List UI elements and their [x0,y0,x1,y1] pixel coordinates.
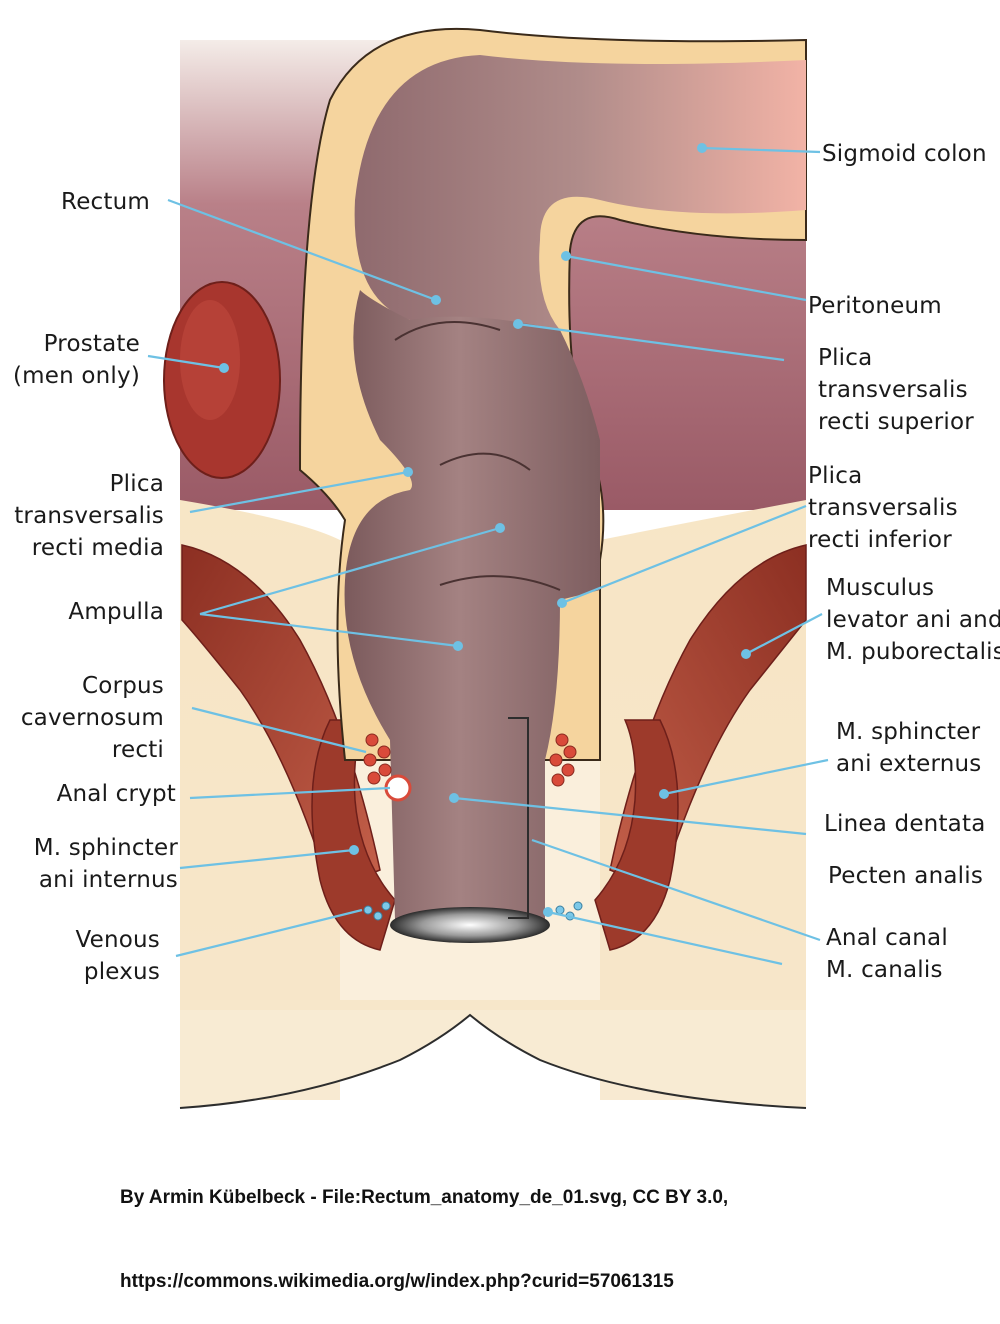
label-corpus-cavernosum: Corpus cavernosum recti [20,673,164,763]
gluteal-cleft [179,1013,807,1109]
corpus-cavernosum-left [363,733,392,785]
label-anal-canal: Anal canal M. canalis [826,925,948,983]
label-pecten-analis: Pecten analis [828,863,984,889]
label-plica-media: Plica transversalis recti media [14,471,164,561]
rectum-anatomy-diagram [147,27,829,1109]
label-sphincter-internus: M. sphincter ani internus [33,835,178,893]
sphincter-externus-right [594,719,679,951]
label-plica-inferior: Plica transversalis recti inferior [808,463,958,553]
attribution: By Armin Kübelbeck - File:Rectum_anatomy… [120,1128,728,1324]
venous-plexus-dots [363,901,583,921]
label-sigmoid-colon: Sigmoid colon [822,141,987,167]
label-peritoneum: Peritoneum [808,293,942,319]
leader-dots [219,143,751,917]
attribution-line-2[interactable]: https://commons.wikimedia.org/w/index.ph… [120,1271,674,1292]
buttocks [180,1000,806,1108]
label-anal-crypt: Anal crypt [56,781,176,807]
label-prostate: Prostate (men only) [12,331,140,389]
rectum-fold-lower [439,575,561,591]
label-sphincter-externus: M. sphincter ani externus [836,719,982,777]
sphincter-externus-left [311,719,396,951]
attribution-line-1: By Armin Kübelbeck - File:Rectum_anatomy… [120,1187,729,1208]
label-linea-dentata: Linea dentata [824,811,986,837]
corpus-cavernosum-right [549,733,577,787]
label-rectum: Rectum [61,189,150,215]
anal-opening [390,907,550,943]
sigmoid-colon [354,55,806,330]
rectum [344,290,600,920]
leader-lines [147,146,829,966]
prostate-highlight [180,300,240,420]
label-plica-superior: Plica transversalis recti superior [818,345,974,435]
rectum-fold-upper [394,321,501,341]
label-ampulla: Ampulla [68,599,164,625]
label-venous-plexus: Venous plexus [75,927,160,985]
rectum-fold-mid [439,452,531,471]
label-levator-ani: Musculus levator ani and M. puborectalis [826,575,1000,665]
anal-canal-bracket [508,717,529,919]
